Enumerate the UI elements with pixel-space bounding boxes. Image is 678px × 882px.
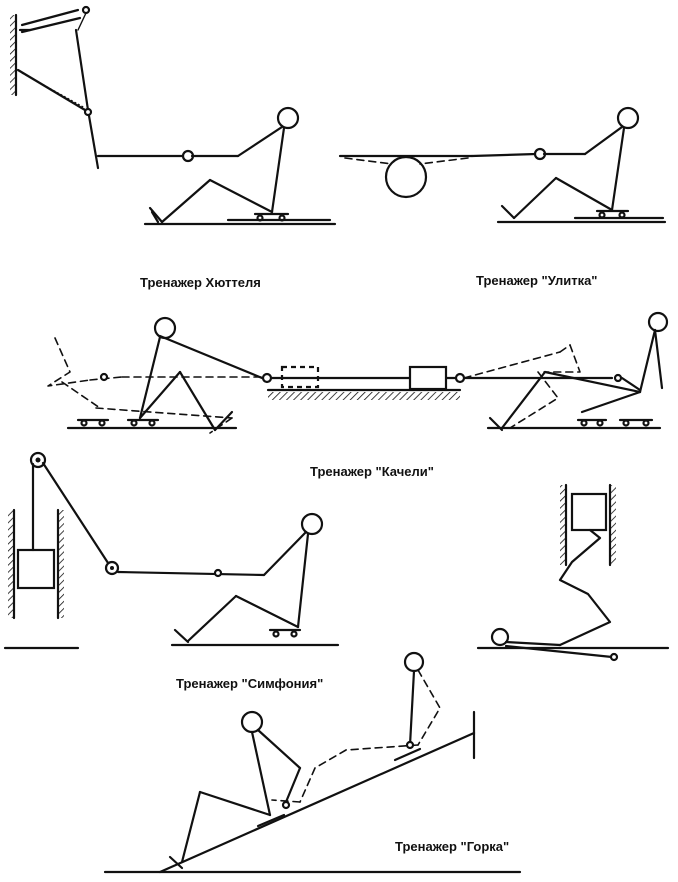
caption-kacheli: Тренажер "Качели"	[310, 464, 434, 479]
kacheli-trainer-figure	[47, 311, 669, 434]
caption-simfonia: Тренажер "Симфония"	[176, 676, 323, 691]
simfonia-side-view-figure	[476, 483, 670, 662]
hutteler-trainer-figure	[10, 5, 337, 226]
caption-gorka: Тренажер "Горка"	[395, 839, 509, 854]
ulitka-trainer-figure	[338, 106, 667, 224]
simfonia-trainer-figure	[3, 451, 340, 650]
caption-hutteler: Тренажер Хюттеля	[140, 275, 261, 290]
caption-ulitka: Тренажер "Улитка"	[476, 273, 597, 288]
gorka-trainer-figure	[103, 651, 522, 874]
